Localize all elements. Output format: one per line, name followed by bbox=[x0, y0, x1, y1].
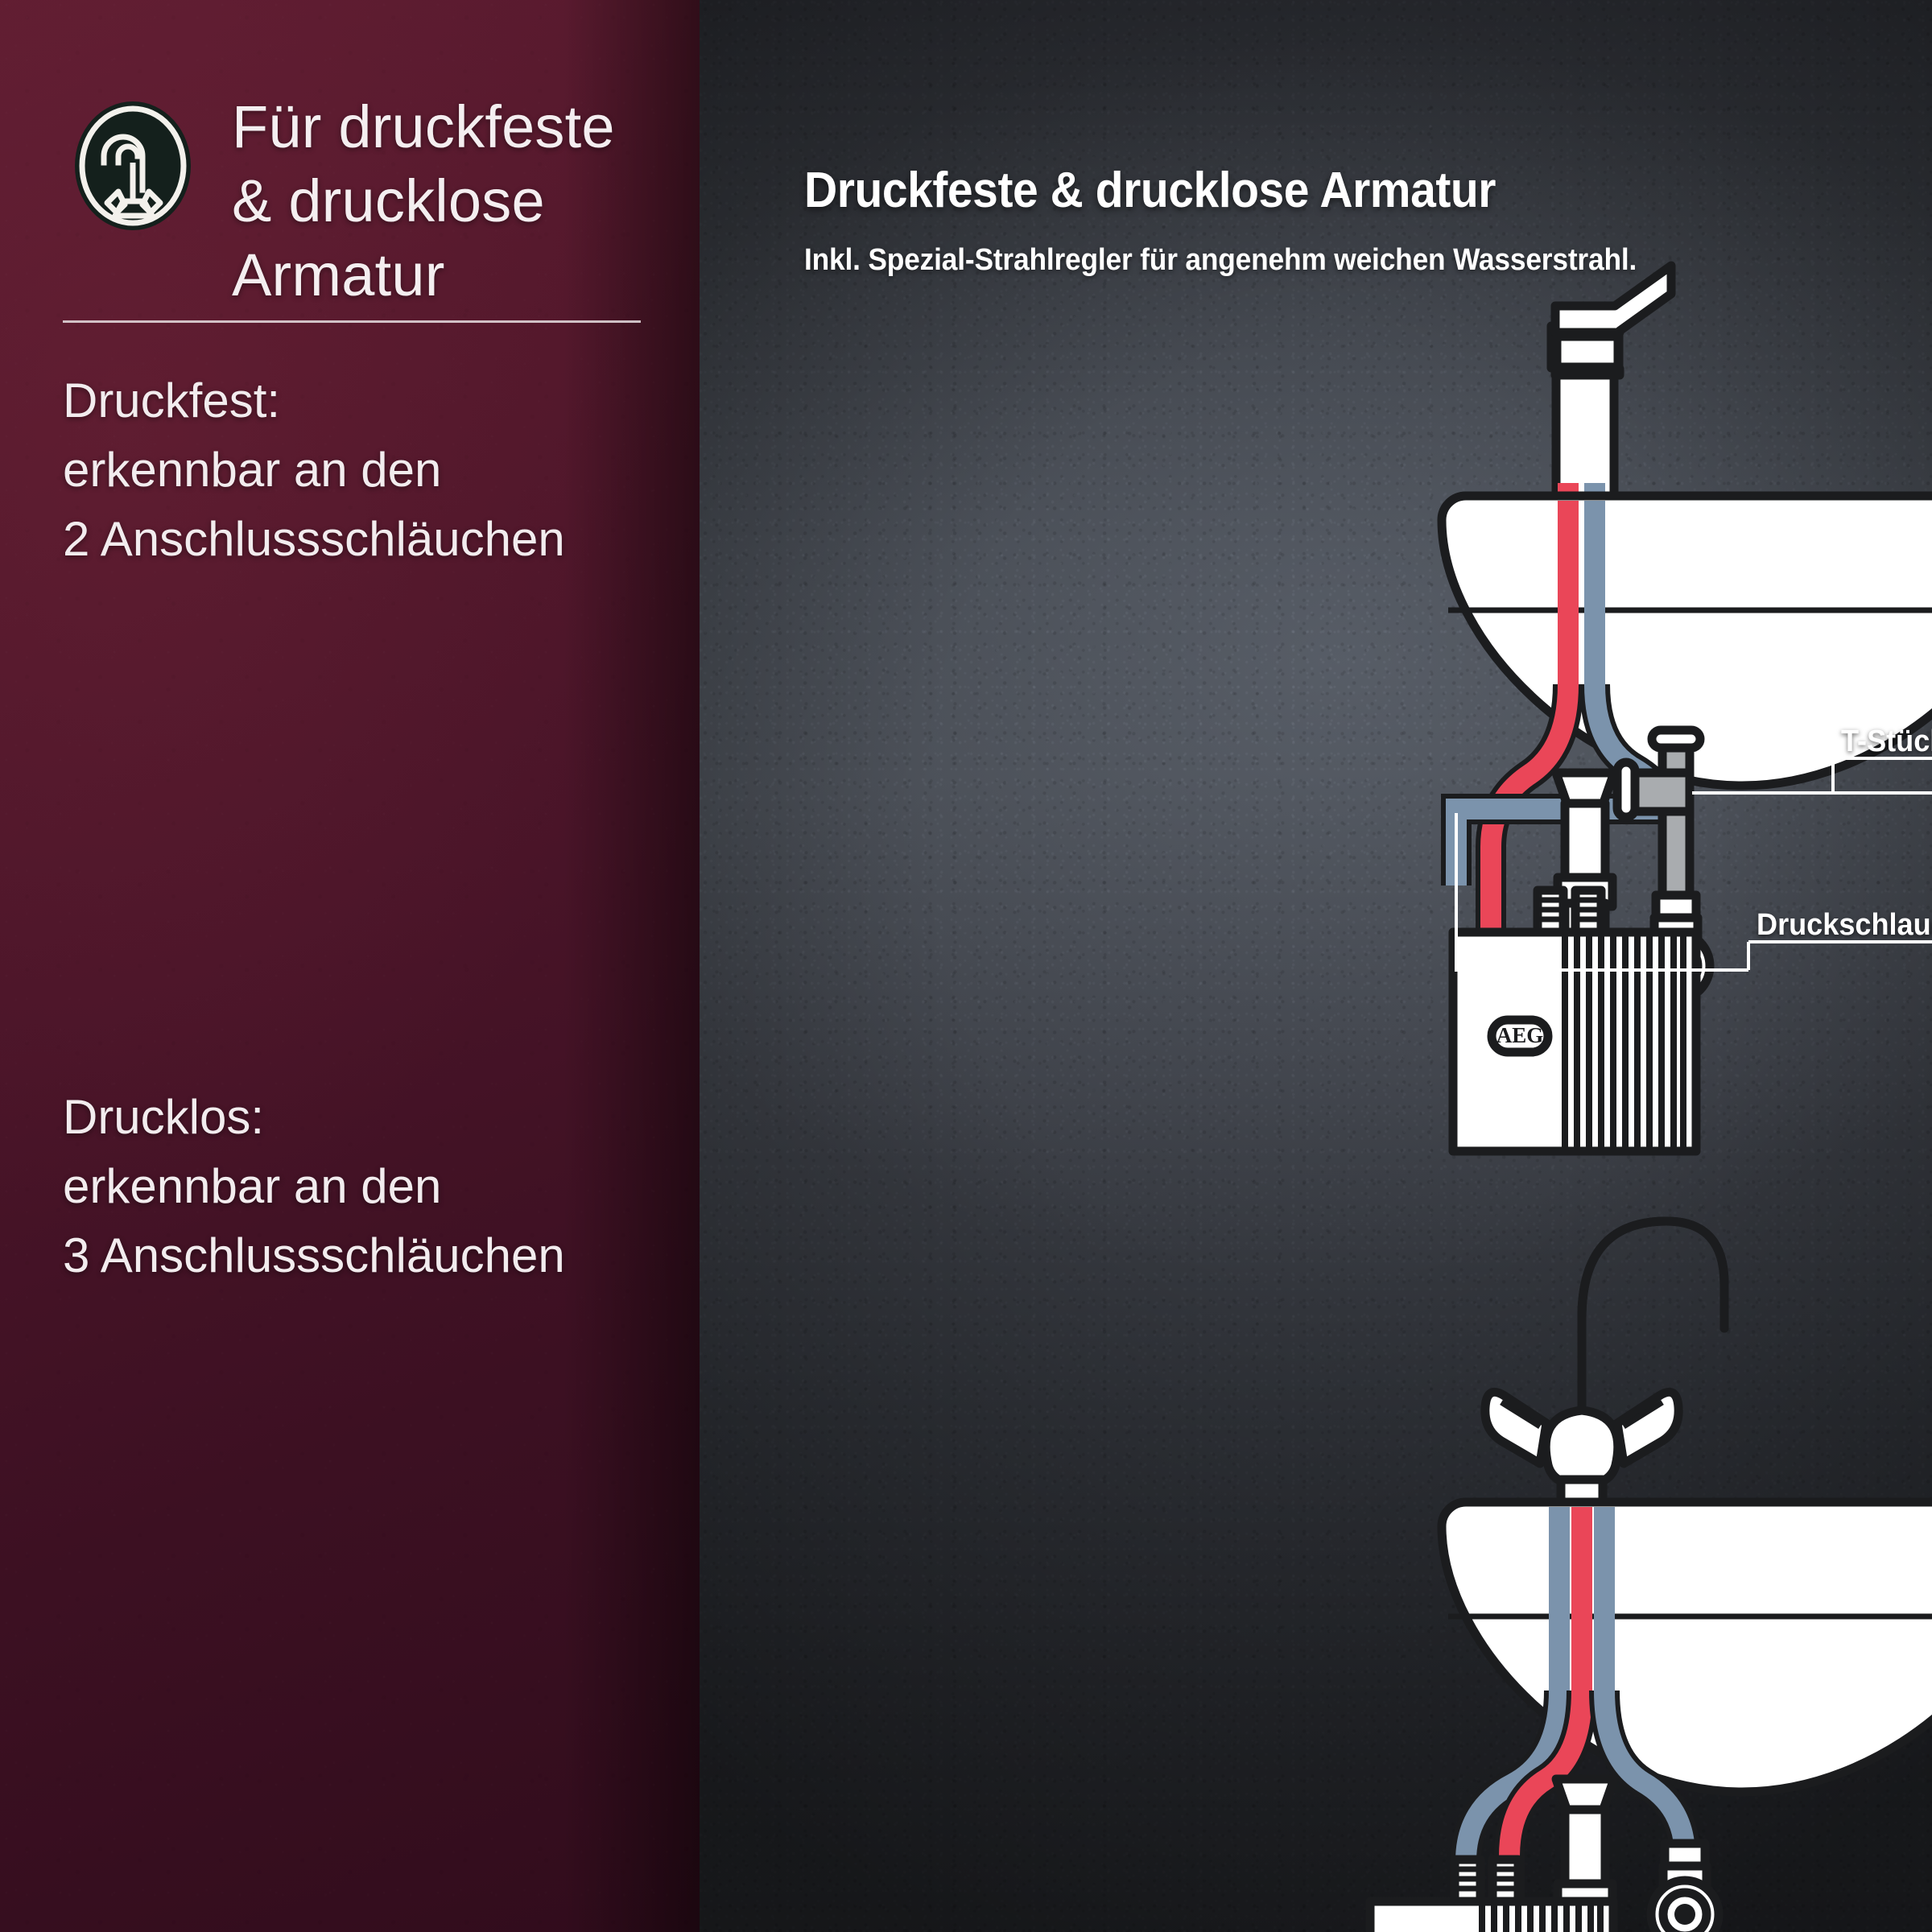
title-line-2: & drucklose bbox=[232, 167, 545, 234]
title-line-1: Für druckfeste bbox=[232, 93, 615, 160]
two-handle-faucet bbox=[1480, 1216, 1729, 1509]
druckfest-line-3: 2 Anschlussschläuchen bbox=[63, 512, 565, 566]
drucklos-line-2: erkennbar an den bbox=[63, 1159, 442, 1213]
left-panel-title: Für druckfeste & drucklose Armatur bbox=[232, 90, 667, 312]
callout-label-t-stueck: T-Stück bbox=[1841, 724, 1932, 758]
plumbing-diagram: .ol{stroke:#1b1c1e;stroke-width:11;fill:… bbox=[700, 0, 1932, 1932]
hose-end-bottom bbox=[1646, 1839, 1724, 1932]
druckfest-line-2: erkennbar an den bbox=[63, 443, 442, 497]
right-panel-subtitle: Inkl. Spezial-Strahlregler für angenehm … bbox=[804, 243, 1637, 277]
diagram-unpressurized: AEG bbox=[1365, 1216, 1932, 1932]
single-lever-faucet bbox=[1546, 261, 1676, 508]
callout-label-druckschlauch: Druckschlauch bbox=[1757, 908, 1932, 942]
faucet-circle-icon bbox=[68, 95, 197, 237]
aeg-heater-top: AEG bbox=[1448, 886, 1701, 1156]
t-piece-fitting bbox=[1612, 725, 1705, 902]
right-diagram-panel: .ol{stroke:#1b1c1e;stroke-width:11;fill:… bbox=[700, 0, 1932, 1932]
svg-text:AEG: AEG bbox=[1496, 1023, 1544, 1047]
drucklos-text-block: Drucklos: erkennbar an den 3 Anschlusssc… bbox=[63, 1083, 565, 1290]
title-line-3: Armatur bbox=[232, 242, 445, 308]
horizontal-divider bbox=[63, 320, 641, 323]
drucklos-line-3: 3 Anschlussschläuchen bbox=[63, 1228, 565, 1282]
drucklos-line-1: Drucklos: bbox=[63, 1090, 265, 1144]
druckfest-text-block: Druckfest: erkennbar an den 2 Anschlusss… bbox=[63, 366, 565, 574]
left-info-panel: Für druckfeste & drucklose Armatur Druck… bbox=[0, 0, 700, 1932]
right-panel-title: Druckfeste & drucklose Armatur bbox=[804, 163, 1496, 218]
diagram-pressurized: AEG bbox=[1437, 261, 1932, 1156]
druckfest-line-1: Druckfest: bbox=[63, 374, 281, 427]
aeg-heater-bottom: AEG bbox=[1365, 1855, 1618, 1932]
